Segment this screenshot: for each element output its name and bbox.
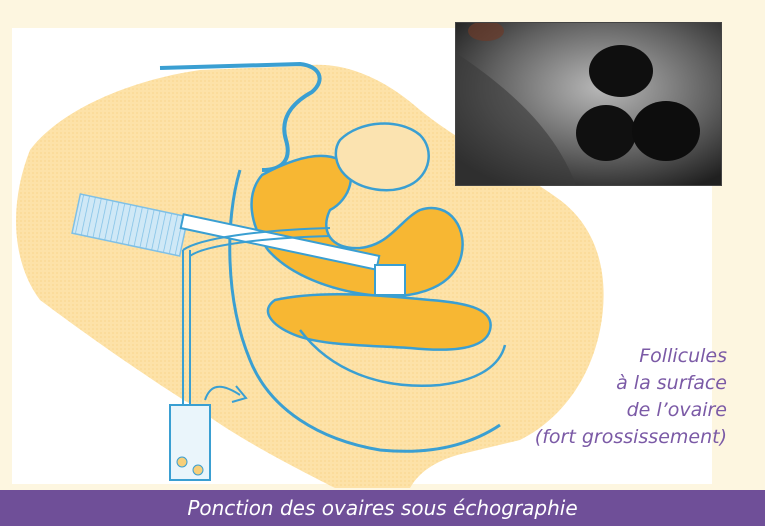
caption-line-2: à la surface [535, 370, 727, 397]
bladder-organ [336, 124, 429, 191]
caption-line-4: (fort grossissement) [535, 424, 727, 451]
follicle [632, 101, 700, 161]
figure-title: Ponction des ovaires sous échographie [187, 496, 577, 520]
follicle-caption: Follicules à la surface de l’ovaire (for… [535, 343, 727, 451]
ultrasound-scan [456, 23, 721, 185]
follicle [589, 45, 653, 97]
figure-title-bar: Ponction des ovaires sous échographie [0, 490, 765, 526]
ultrasound-image [455, 22, 722, 186]
caption-line-3: de l’ovaire [535, 397, 727, 424]
follicle [576, 105, 636, 161]
caption-line-1: Follicules [535, 343, 727, 370]
